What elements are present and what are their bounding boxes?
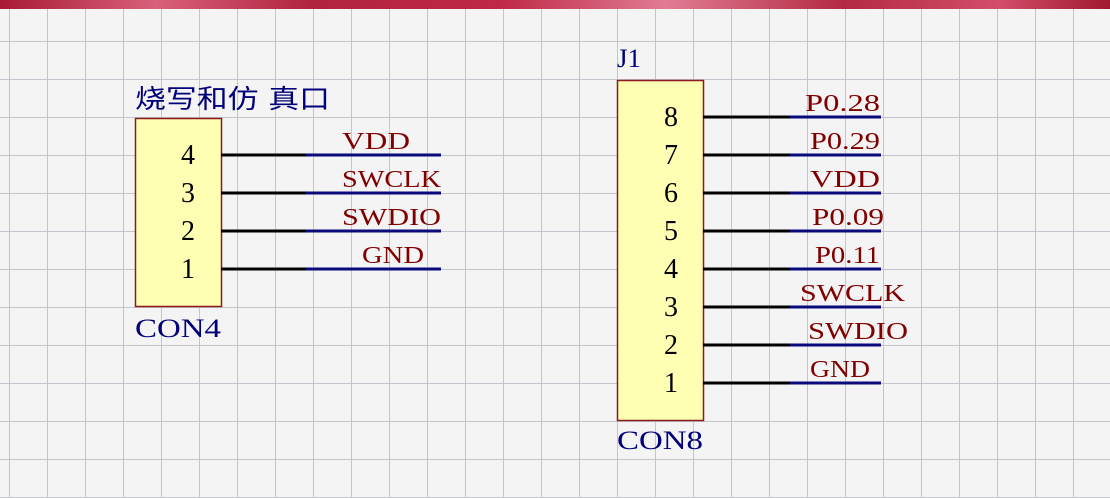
pin-number: 3	[664, 292, 678, 323]
pin-number: 6	[664, 178, 678, 209]
pin-number: 4	[181, 140, 195, 171]
pin[interactable]: 6	[664, 178, 790, 209]
component-pins: 4 3 2 1	[181, 140, 306, 285]
net-label[interactable]: GND	[362, 243, 424, 269]
pin[interactable]: 7	[664, 140, 790, 171]
net-label[interactable]: P0.11	[815, 243, 880, 269]
header-band	[0, 0, 1110, 9]
pin-number: 8	[664, 102, 678, 133]
pin[interactable]: 3	[664, 292, 790, 323]
net-label[interactable]: SWDIO	[808, 319, 908, 345]
component-top-label[interactable]: 烧写和仿 真口	[135, 85, 330, 115]
pin[interactable]: 5	[664, 216, 790, 247]
component-bottom-label[interactable]: CON8	[617, 426, 703, 455]
pin[interactable]: 1	[181, 254, 306, 285]
component-j1[interactable]: J1 8 7 6 5 4 3 2 1 CON8	[616, 44, 790, 455]
component-pins: 8 7 6 5 4 3 2 1	[664, 102, 790, 399]
pin[interactable]: 4	[181, 140, 306, 171]
component-body[interactable]	[134, 117, 223, 308]
net-label[interactable]: P0.29	[810, 129, 880, 155]
pin-number: 2	[181, 216, 195, 247]
wires-and-net-labels: VDDSWCLKSWDIOGNDP0.28P0.29VDDP0.09P0.11S…	[306, 91, 908, 385]
component-top-label[interactable]: J1	[617, 44, 641, 73]
pin[interactable]: 2	[664, 330, 790, 361]
net-label[interactable]: SWCLK	[342, 167, 442, 193]
pin[interactable]: 2	[181, 216, 306, 247]
pin[interactable]: 1	[664, 368, 790, 399]
pin[interactable]: 4	[664, 254, 790, 285]
net-label[interactable]: GND	[810, 357, 870, 383]
pin[interactable]: 3	[181, 178, 306, 209]
pin-number: 1	[664, 368, 678, 399]
pin-number: 4	[664, 254, 678, 285]
component-con4[interactable]: 烧写和仿 真口 4 3 2 1 CON4	[134, 85, 330, 343]
pin-number: 7	[664, 140, 678, 171]
pin-number: 2	[664, 330, 678, 361]
net-label[interactable]: P0.28	[805, 91, 880, 117]
net-label[interactable]: P0.09	[812, 205, 884, 231]
pin[interactable]: 8	[664, 102, 790, 133]
pin-number: 1	[181, 254, 195, 285]
component-bottom-label[interactable]: CON4	[135, 314, 221, 343]
net-label[interactable]: SWCLK	[800, 281, 906, 307]
net-label[interactable]: SWDIO	[342, 205, 441, 231]
net-label[interactable]: VDD	[810, 167, 880, 193]
pin-number: 5	[664, 216, 678, 247]
component-body[interactable]	[616, 79, 705, 422]
pin-number: 3	[181, 178, 195, 209]
net-label[interactable]: VDD	[342, 129, 410, 155]
